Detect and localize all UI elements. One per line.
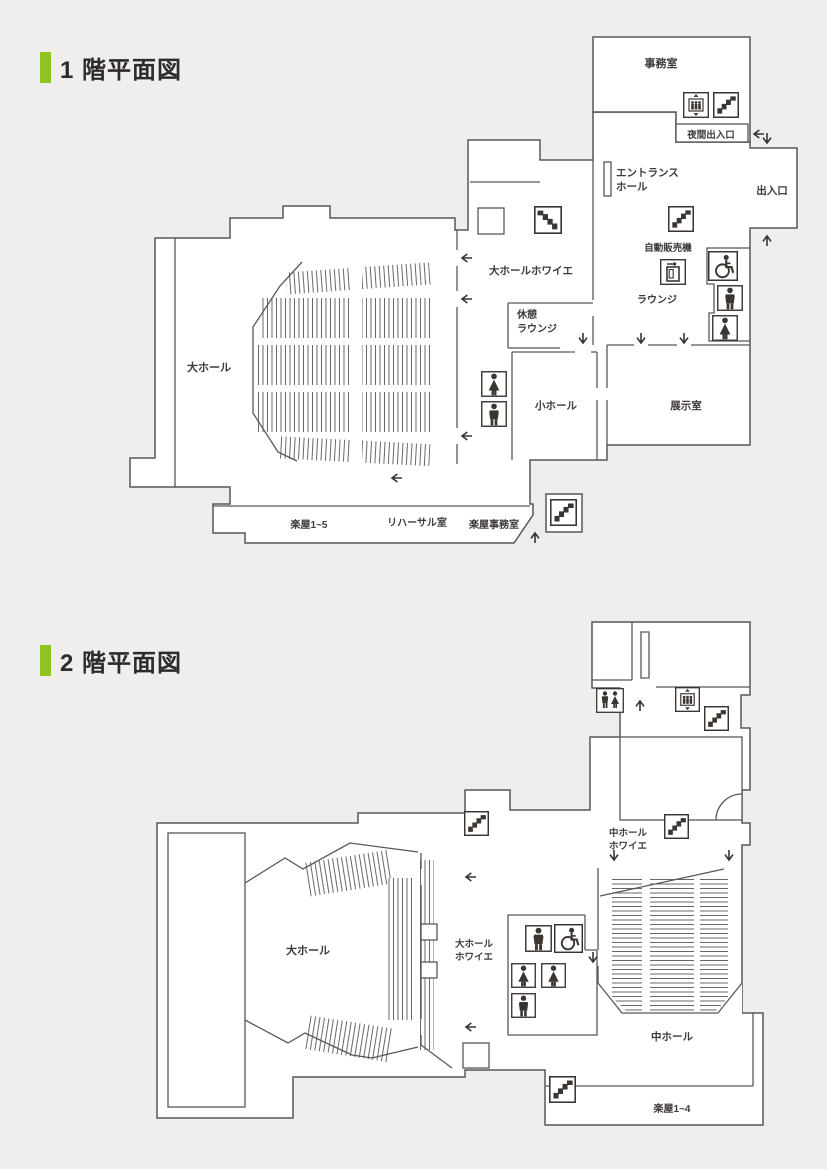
label-main-hall-foyer-2f: 大ホール: [455, 938, 494, 950]
label-office: 事務室: [645, 56, 678, 70]
label-entrance-hall: ホール: [616, 181, 648, 193]
floor1-plan: 事務室 夜間出入口 エントランス ホール 出入口 自動販売機 ラウンジ 大ホール…: [129, 36, 798, 544]
stairs-icon: [664, 814, 689, 839]
label-exhibition-room: 展示室: [670, 399, 702, 412]
label-main-hall-2f: 大ホール: [286, 943, 330, 957]
main-hall-seating: [258, 262, 431, 467]
male-female-restroom-icon: [596, 688, 624, 713]
male-restroom-icon: [511, 993, 536, 1018]
label-entrance-hall: エントランス: [616, 167, 679, 179]
female-restroom-icon: [541, 963, 566, 988]
label-middle-hall-foyer: ホワイエ: [609, 841, 647, 852]
green-accent-bar: [40, 52, 51, 83]
label-main-exit: 出入口: [756, 184, 788, 197]
label-dressing-rooms: 楽屋1~5: [290, 518, 328, 531]
label-main-hall-foyer-2f: ホワイエ: [455, 952, 493, 963]
label-main-hall-foyer: 大ホールホワイエ: [489, 264, 573, 277]
floor1-building-outline: [129, 111, 798, 544]
label-middle-hall-foyer: 中ホール: [609, 827, 648, 839]
floor1-title-text: 1 階平面図: [60, 57, 183, 84]
label-rest-lounge: ラウンジ: [517, 323, 557, 335]
floor2-internal-walls: [167, 622, 754, 1108]
male-restroom-icon: [525, 925, 552, 952]
label-small-hall: 小ホール: [534, 399, 577, 412]
label-rehearsal-room: リハーサル室: [387, 516, 447, 529]
floor2-title-text: 2 階平面図: [60, 650, 183, 677]
elevator-icon: [675, 687, 700, 712]
label-main-hall: 大ホール: [187, 360, 231, 374]
stairs-icon: [549, 1076, 576, 1103]
female-restroom-icon: [511, 963, 536, 988]
floor2-building-outline: [156, 621, 764, 1126]
label-rest-lounge: 休憩: [516, 308, 537, 321]
wheelchair-icon: [554, 924, 583, 953]
label-lounge: ラウンジ: [637, 294, 677, 306]
label-middle-hall: 中ホール: [651, 1030, 693, 1043]
middle-hall-seating: [598, 878, 742, 1017]
stairs-icon: [464, 811, 489, 836]
main-hall-balcony-seating: [303, 849, 434, 1063]
label-vending: 自動販売機: [644, 242, 692, 254]
label-dressing-office: 楽屋事務室: [468, 518, 519, 531]
green-accent-bar: [40, 645, 51, 676]
floor1-internal-walls: [174, 123, 750, 507]
stairs-icon: [704, 706, 729, 731]
label-dressing-rooms-2f: 楽屋1~4: [653, 1102, 691, 1115]
label-night-exit: 夜間出入口: [686, 129, 735, 141]
floor2-title: 2 階平面図: [40, 643, 182, 678]
floor1-title: 1 階平面図: [40, 50, 182, 85]
